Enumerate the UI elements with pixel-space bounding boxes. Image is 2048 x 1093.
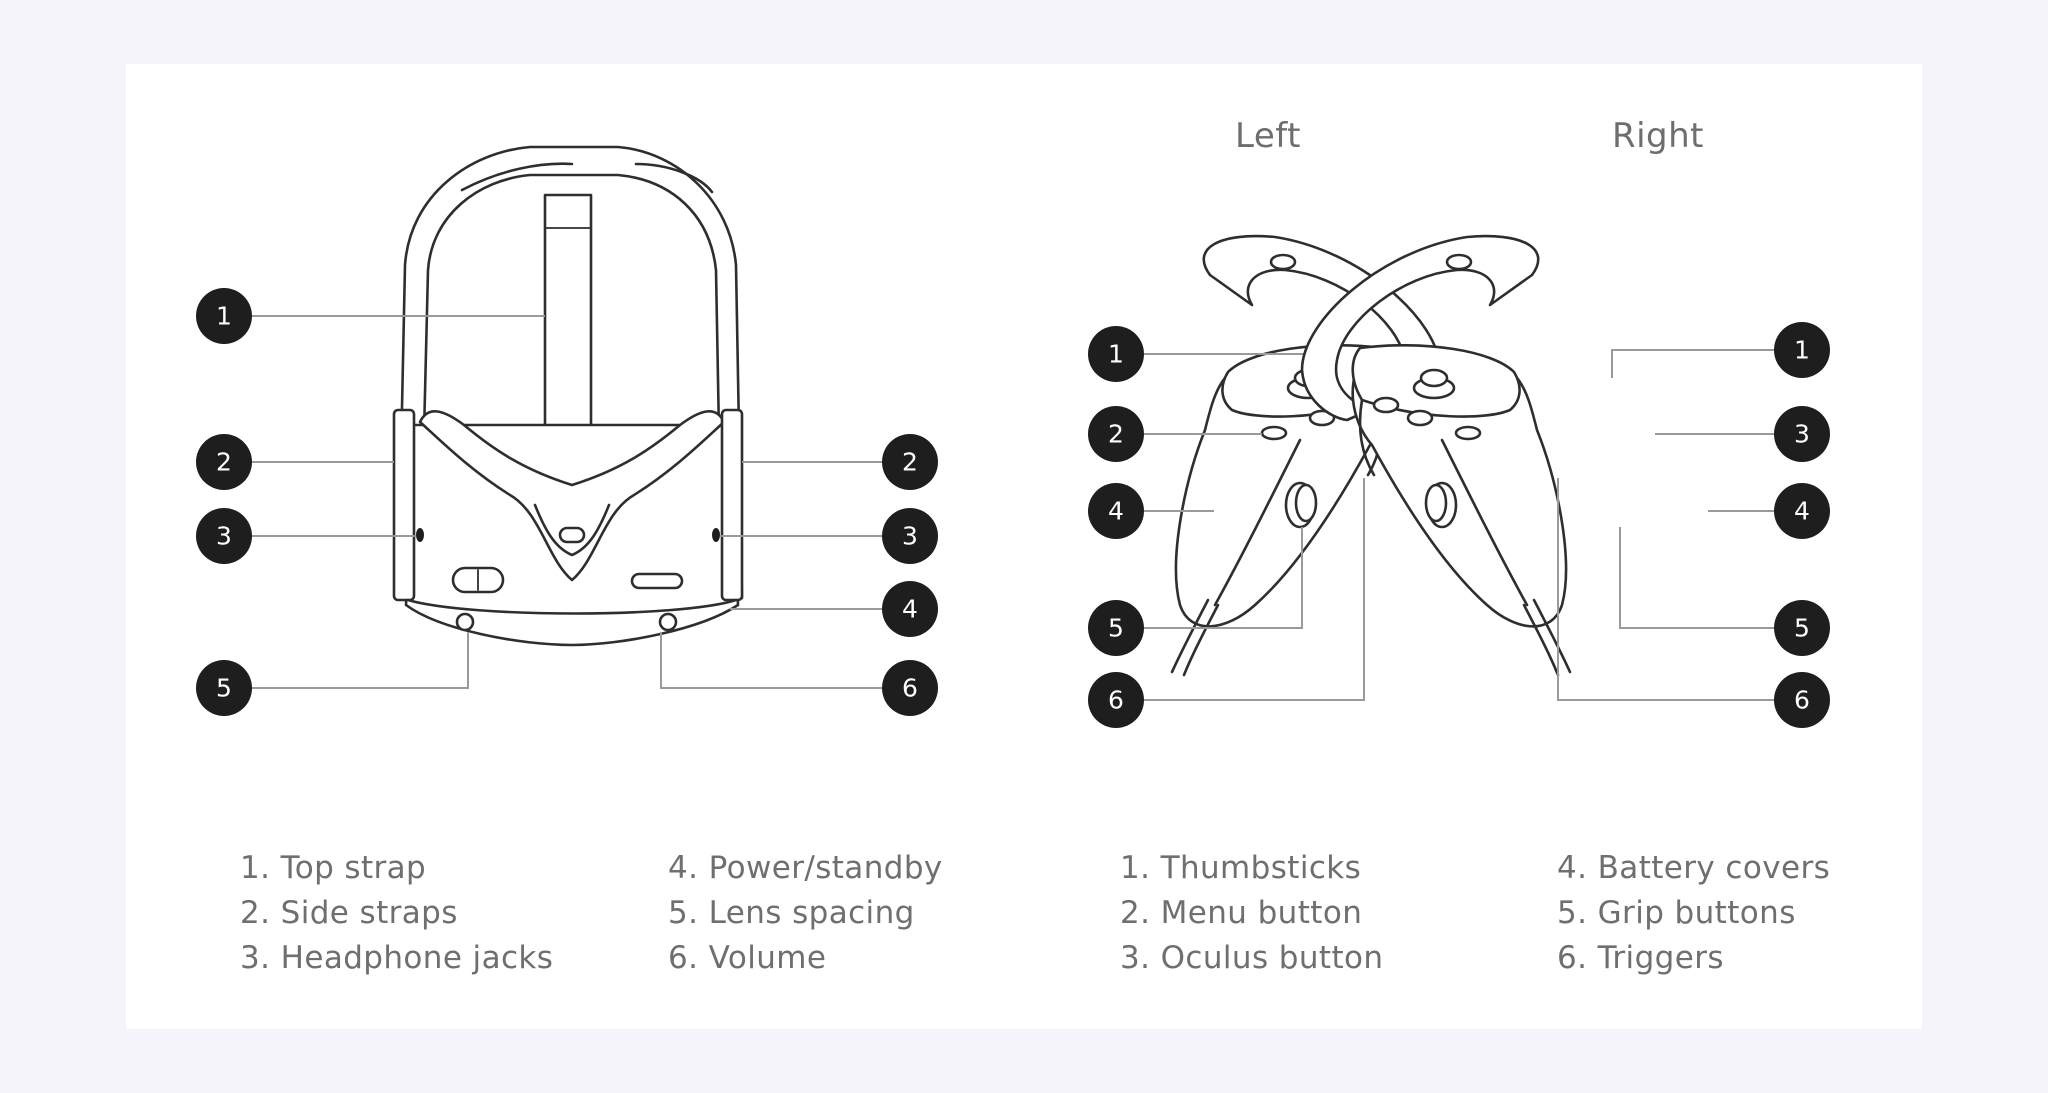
headset-callout-3-left: 3	[196, 508, 252, 564]
legend-item: 6. Triggers	[1557, 940, 1724, 976]
svg-text:3: 3	[902, 522, 918, 551]
svg-text:5: 5	[1108, 614, 1124, 643]
headset-illustration	[392, 145, 744, 647]
svg-text:2: 2	[216, 448, 232, 477]
right-controller-callout-6: 6	[1774, 672, 1830, 728]
headset-legend-col2: 4. Power/standby 5. Lens spacing 6. Volu…	[668, 846, 943, 981]
legend-item: 5. Lens spacing	[668, 895, 915, 931]
legend-item: 5. Grip buttons	[1557, 895, 1796, 931]
right-controller-callout-1: 1	[1774, 322, 1830, 378]
right-controller-title: Right	[1611, 116, 1705, 156]
headset-callout-5: 5	[196, 660, 252, 716]
headset-legend-col1: 1. Top strap 2. Side straps 3. Headphone…	[240, 846, 553, 981]
left-controller-title: Left	[1235, 116, 1301, 156]
svg-text:2: 2	[902, 448, 918, 477]
legend-item: 6. Volume	[668, 940, 827, 976]
svg-text:4: 4	[902, 595, 918, 624]
headset-callout-4: 4	[882, 581, 938, 637]
svg-text:6: 6	[1794, 686, 1810, 715]
headset-callout-2-left: 2	[196, 434, 252, 490]
headset-callout-2-right: 2	[882, 434, 938, 490]
right-controller-illustration	[1300, 234, 1572, 677]
controller-legend-col2: 4. Battery covers 5. Grip buttons 6. Tri…	[1557, 846, 1830, 981]
headset-leader-lines	[252, 315, 882, 689]
left-controller-callout-5: 5	[1088, 600, 1144, 656]
svg-text:3: 3	[216, 522, 232, 551]
legend-item: 3. Headphone jacks	[240, 940, 554, 976]
left-controller-callout-2: 2	[1088, 406, 1144, 462]
legend-item: 2. Side straps	[240, 895, 458, 931]
right-controller-callout-4: 4	[1774, 483, 1830, 539]
controller-legend-col1: 1. Thumbsticks 2. Menu button 3. Oculus …	[1120, 846, 1383, 981]
svg-text:1: 1	[1794, 336, 1810, 365]
legend-item: 2. Menu button	[1120, 895, 1363, 931]
svg-text:1: 1	[1108, 340, 1124, 369]
right-controller-leader-lines	[1557, 349, 1774, 701]
right-controller-callout-3: 3	[1774, 406, 1830, 462]
legend-item: 4. Power/standby	[668, 850, 943, 886]
svg-text:5: 5	[1794, 614, 1810, 643]
left-controller-callout-4: 4	[1088, 483, 1144, 539]
headset-callout-6: 6	[882, 660, 938, 716]
headset-callout-3-right: 3	[882, 508, 938, 564]
svg-text:2: 2	[1108, 420, 1124, 449]
headset-callout-1: 1	[196, 288, 252, 344]
legend-item: 4. Battery covers	[1557, 850, 1831, 886]
svg-text:6: 6	[902, 674, 918, 703]
left-controller-callout-6: 6	[1088, 672, 1144, 728]
legend-item: 3. Oculus button	[1120, 940, 1384, 976]
right-controller-callout-5: 5	[1774, 600, 1830, 656]
svg-text:6: 6	[1108, 686, 1124, 715]
svg-text:1: 1	[216, 302, 232, 331]
svg-text:3: 3	[1794, 420, 1810, 449]
svg-text:4: 4	[1794, 497, 1810, 526]
legend-item: 1. Top strap	[240, 850, 427, 886]
svg-text:5: 5	[216, 674, 232, 703]
svg-text:4: 4	[1108, 497, 1124, 526]
left-controller-callout-1: 1	[1088, 326, 1144, 382]
legend-item: 1. Thumbsticks	[1120, 850, 1362, 886]
